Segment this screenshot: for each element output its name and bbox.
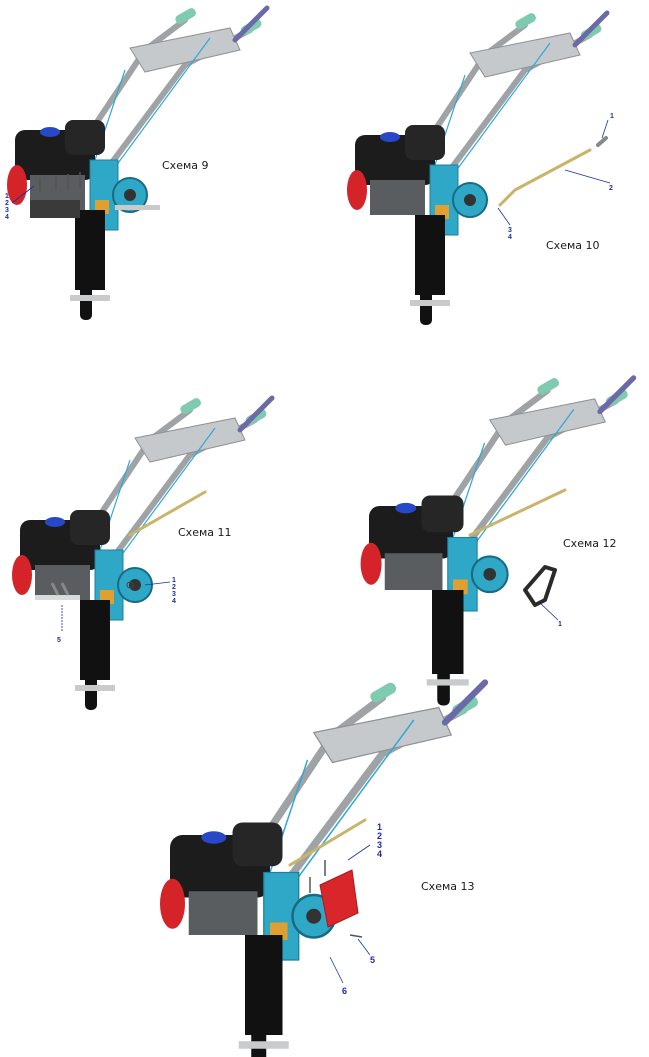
scheme-13-drawing: 1 2 3 4 5 6 [160,665,649,1052]
s9-callout-3: 3 [5,207,9,214]
s11-callout-2: 2 [172,584,176,591]
s9-callout-1: 1 [5,193,9,200]
scheme-10-drawing: 1 2 3 4 [330,0,614,300]
s11-callout-4: 4 [172,598,176,605]
s11-callout-1: 1 [172,577,176,584]
s13-callout-6: 6 [342,986,347,996]
scheme-11-caption: Схема 11 [178,526,232,539]
s12-callout-1: 1 [558,621,562,628]
s10-callout-1: 1 [610,113,614,120]
s10-callout-3: 3 [508,227,512,234]
scheme-12-caption: Схема 12 [563,537,617,550]
scheme-10: 1 2 3 4 Схема 10 [330,0,649,300]
scheme-9-caption: Схема 9 [162,159,209,172]
scheme-10-caption: Схема 10 [546,239,600,252]
s13-callout-2: 2 [377,831,382,841]
s9-callout-4: 4 [5,214,9,221]
s13-callout-5: 5 [370,955,375,965]
scheme-13: 1 2 3 4 5 6 Схема 13 [160,665,649,1052]
s13-callout-3: 3 [377,840,382,850]
s9-callout-2: 2 [5,200,9,207]
scheme-13-caption: Схема 13 [421,880,475,893]
s13-callout-1: 1 [377,822,382,832]
scheme-9-drawing: 1 2 3 4 [0,0,320,300]
s11-callout-3: 3 [172,591,176,598]
scheme-12: 1 Схема 12 [330,355,649,675]
scheme-9: 1 2 3 4 Схема 9 [0,0,320,300]
scheme-11-drawing: 1 2 3 4 5 [0,390,320,670]
scheme-12-drawing: 1 [330,355,649,675]
s10-callout-4: 4 [508,234,512,241]
s13-callout-4: 4 [377,849,382,859]
s10-callout-2: 2 [609,185,613,192]
scheme-11: 1 2 3 4 5 Схема 11 [0,390,320,670]
s11-callout-5: 5 [57,637,61,644]
